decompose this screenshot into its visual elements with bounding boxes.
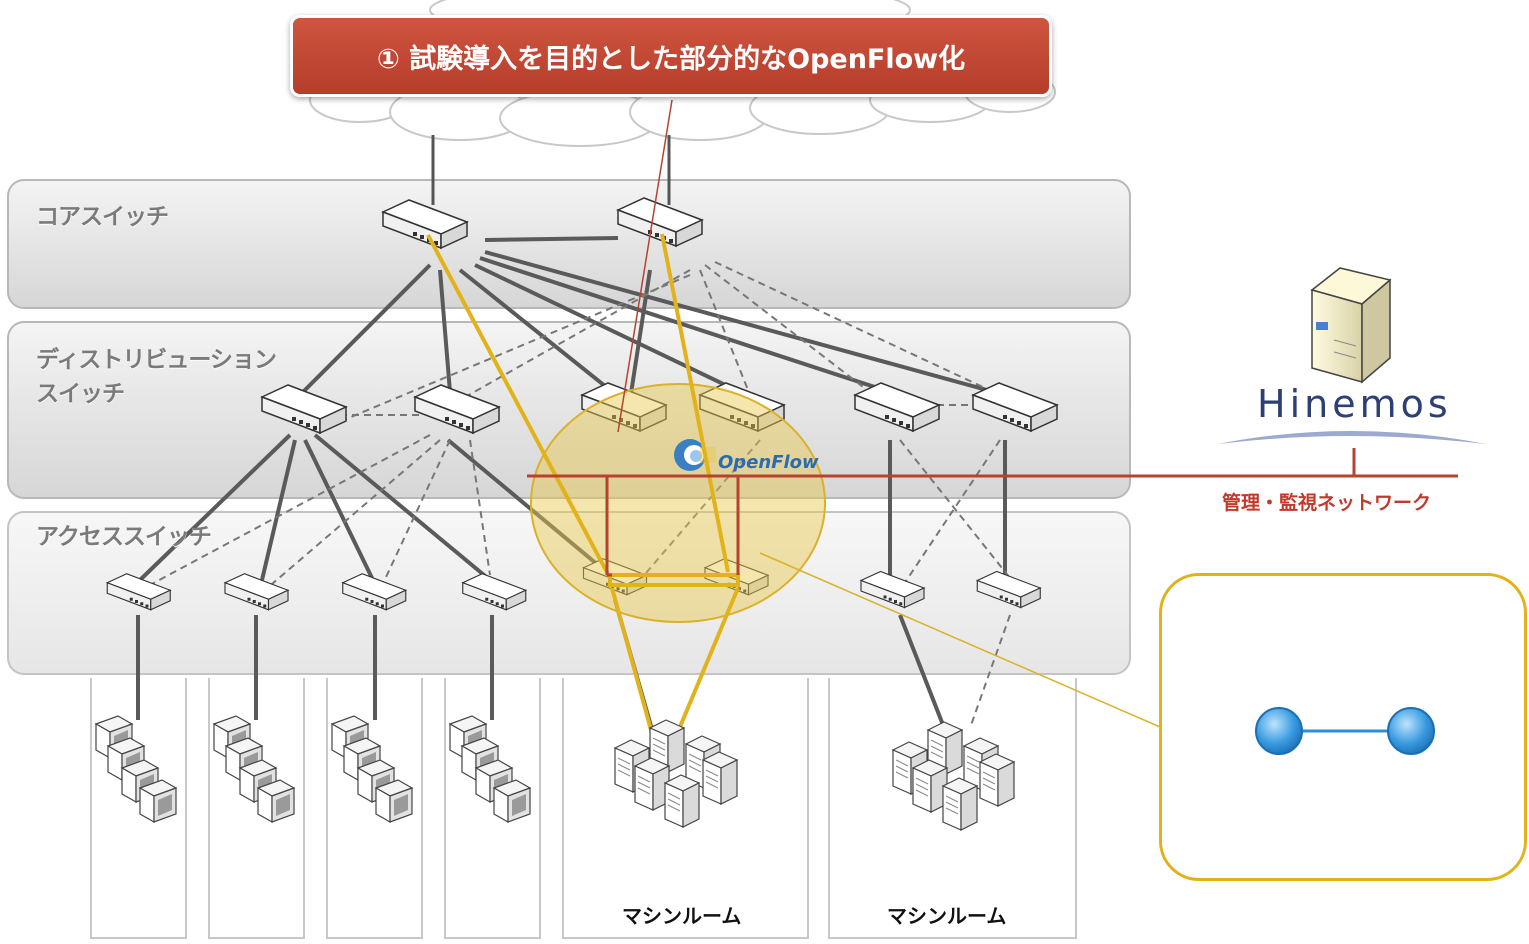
zoom-node-left	[1255, 707, 1303, 755]
pc-cluster-1	[95, 715, 177, 823]
pc-cluster-3	[331, 715, 413, 823]
server-cluster-1	[614, 719, 738, 828]
hinemos-logo-text: Hinemos	[1257, 382, 1452, 426]
access-layer-label: アクセススイッチ	[36, 524, 212, 550]
management-network-label: 管理・監視ネットワーク	[1222, 492, 1432, 514]
management-network	[527, 448, 1458, 577]
title-text: ① 試験導入を目的とした部分的なOpenFlow化	[376, 43, 966, 75]
zoom-node-right	[1387, 707, 1435, 755]
distribution-layer-label-line2: スイッチ	[36, 381, 125, 407]
machine-room-label-1: マシンルーム	[622, 904, 742, 928]
core-layer-label: コアスイッチ	[36, 204, 169, 230]
openflow-zoom-box	[1159, 573, 1527, 881]
room-frames	[90, 678, 1077, 939]
pc-cluster-2	[213, 715, 295, 823]
access-layer-band	[7, 511, 1131, 675]
hinemos-server-icon	[1310, 267, 1392, 384]
dashed-links	[149, 261, 1011, 729]
machine-room-label-2: マシンルーム	[887, 904, 1007, 928]
openflow-logo-text: OpenFlow	[718, 452, 819, 473]
openflow-area	[530, 383, 826, 623]
openflow-logo-mark	[674, 439, 716, 471]
distribution-layer-label-line1: ディストリビューション	[36, 347, 277, 373]
title-banner: ① 試験導入を目的とした部分的なOpenFlow化	[290, 15, 1052, 97]
hinemos-swoosh	[1218, 431, 1486, 444]
zoom-box-diagram	[1255, 707, 1435, 755]
server-cluster-2	[892, 721, 1015, 831]
pc-cluster-4	[449, 715, 531, 823]
